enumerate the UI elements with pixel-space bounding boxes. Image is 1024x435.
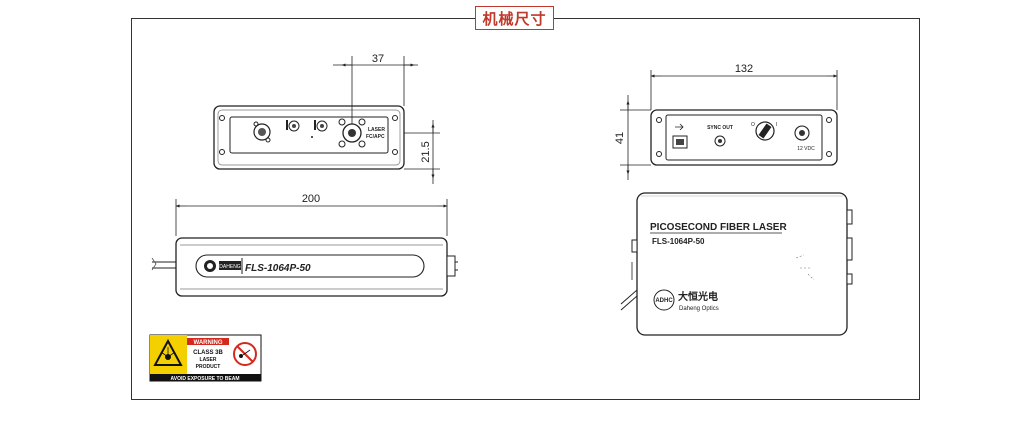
rear-view: 132 SYNC OUT O I 12 VDC 41 (614, 63, 838, 180)
rear-port-label: SYNC OUT (707, 125, 733, 131)
power-label: 12 VDC (797, 146, 815, 152)
side-logo: DAHENG (219, 264, 241, 270)
dim-side-length: 200 (302, 193, 320, 205)
laser-warning-label: WARNING CLASS 3B LASER PRODUCT AVOID EXP… (149, 334, 262, 382)
side-view: 200 DAHENG FLS-1064P-50 (151, 193, 458, 297)
dim-front-height: 21.5 (420, 141, 432, 162)
warning-line3: PRODUCT (196, 364, 221, 370)
section-title: 机械尺寸 (475, 6, 554, 30)
dim-front-width: 37 (372, 53, 384, 65)
key-mark: O (751, 122, 755, 128)
warning-line2: LASER (200, 357, 217, 363)
brand-en: Daheng Optics (679, 306, 719, 312)
brand-cn: 大恒光电 (678, 290, 718, 303)
dim-rear-height: 41 (614, 132, 626, 144)
warning-class: CLASS 3B (193, 350, 223, 356)
top-model: FLS-1064P-50 (652, 237, 705, 246)
output-label-1: LASER (368, 127, 385, 133)
brand-logo: ADHC (655, 298, 673, 304)
dim-rear-width: 132 (735, 63, 753, 75)
warning-header: WARNING (194, 340, 223, 346)
output-label-2: FC/APC (366, 134, 385, 140)
warning-footer: AVOID EXPOSURE TO BEAM (171, 376, 240, 382)
side-model: FLS-1064P-50 (245, 263, 311, 274)
front-view: LASER FC/APC 37 21.5 (213, 53, 440, 184)
product-name: PICOSECOND FIBER LASER (650, 222, 787, 233)
top-view: PICOSECOND FIBER LASER FLS-1064P-50 ADHC… (620, 192, 853, 336)
key-mark-on: I (776, 122, 777, 128)
